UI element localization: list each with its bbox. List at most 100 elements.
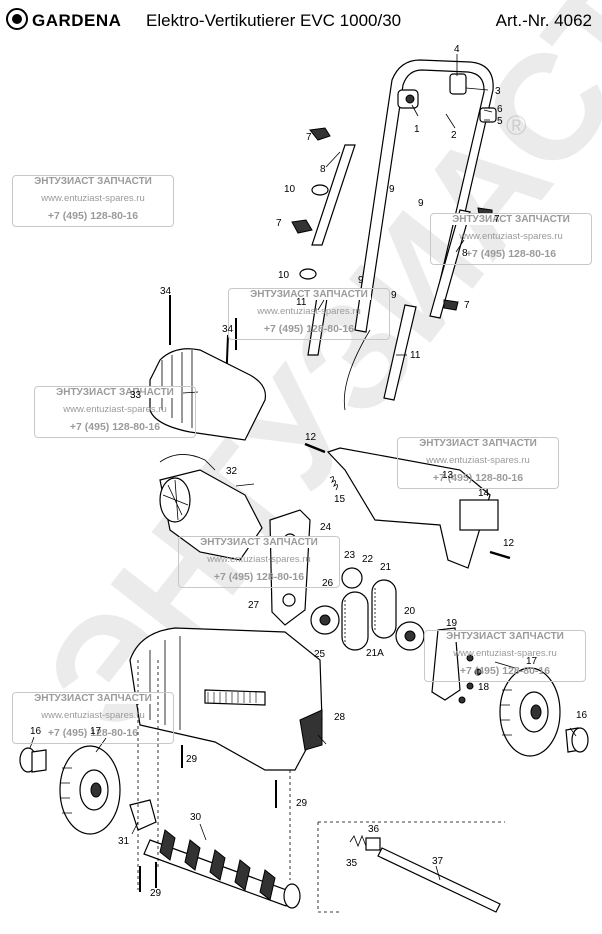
watermark-site: www.entuziast-spares.ru [63, 404, 167, 415]
callout-30: 30 [190, 812, 202, 823]
watermark-phone: +7 (495) 128-80-16 [213, 571, 305, 583]
callout-33: 33 [130, 390, 142, 401]
callout-36: 36 [368, 824, 380, 835]
watermark-name: ЭНТУЗИАСТ ЗАПЧАСТИ [31, 176, 155, 187]
watermark-site: www.entuziast-spares.ru [207, 554, 311, 565]
callout-31: 31 [118, 836, 130, 847]
watermark-name: ЭНТУЗИАСТ ЗАПЧАСТИ [416, 438, 540, 449]
callout-29b: 29 [296, 798, 308, 809]
callout-26: 26 [322, 578, 334, 589]
callout-10a: 10 [284, 184, 296, 195]
brand-name: GARDENA [32, 11, 122, 30]
diagram-title: Elektro-Vertikutierer EVC 1000/30 [146, 11, 402, 30]
callout-32: 32 [226, 466, 238, 477]
callout-16b: 16 [30, 726, 42, 737]
screw-12a [304, 442, 326, 454]
watermark-site: www.entuziast-spares.ru [426, 455, 530, 466]
screw-12b [489, 550, 511, 560]
callout-17b: 17 [90, 726, 102, 737]
callout-34b: 34 [222, 324, 234, 335]
small-pulley [341, 567, 363, 589]
callout-23: 23 [344, 550, 356, 561]
callout-15: 15 [334, 494, 346, 505]
callout-9a: 9 [389, 184, 395, 195]
axle-bracket [129, 799, 157, 831]
watermark-site: www.entuziast-spares.ru [41, 193, 145, 204]
callout-2: 2 [451, 130, 457, 141]
callout-37: 37 [432, 856, 444, 867]
callout-9c: 9 [358, 275, 364, 286]
watermark-phone: +7 (495) 128-80-16 [47, 210, 139, 222]
callout-12b: 12 [503, 538, 515, 549]
callout-24: 24 [320, 522, 332, 533]
watermark-box-7: ЭНТУЗИАСТ ЗАПЧАСТИ www.entuziast-spares.… [424, 630, 586, 682]
callout-1: 1 [414, 124, 420, 135]
brand-logo: GARDENA [6, 8, 121, 34]
rear-flap [326, 447, 491, 569]
watermark-phone: +7 (495) 128-80-16 [459, 665, 551, 677]
watermark-phone: +7 (495) 128-80-16 [432, 472, 524, 484]
callout-22: 22 [362, 554, 374, 565]
housing-grip [299, 709, 323, 751]
accessory-box [317, 821, 505, 913]
callout-29c: 29 [150, 888, 162, 899]
watermark-phone: +7 (495) 128-80-16 [47, 727, 139, 739]
watermark-site: www.entuziast-spares.ru [257, 306, 361, 317]
watermark-box-2: ЭНТУЗИАСТ ЗАПЧАСТИ www.entuziast-spares.… [430, 213, 592, 265]
callout-3: 3 [495, 86, 501, 97]
cable-clip [449, 73, 467, 95]
callout-9d: 9 [391, 290, 397, 301]
lower-handle-right [383, 304, 417, 401]
flap-plate-14 [459, 499, 499, 531]
watermark-name: ЭНТУЗИАСТ ЗАПЧАСТИ [443, 631, 567, 642]
insert-36 [365, 837, 381, 851]
roller-blades [159, 829, 276, 901]
callout-25: 25 [314, 649, 326, 660]
callout-7b: 7 [276, 218, 282, 229]
callout-27: 27 [248, 600, 260, 611]
callout-9b: 9 [418, 198, 424, 209]
callout-21a: 21A [366, 648, 384, 659]
cable-clip-upper [311, 184, 329, 196]
callout-11a: 11 [296, 297, 307, 308]
belt-21 [371, 579, 397, 639]
watermark-name: ЭНТУЗИАСТ ЗАПЧАСТИ [53, 387, 177, 398]
watermark-site: www.entuziast-spares.ru [41, 710, 145, 721]
gardena-logo-icon [6, 8, 28, 30]
callout-leaders [29, 54, 577, 881]
belt-21a [341, 591, 369, 651]
watermark-box-3: ЭНТУЗИАСТ ЗАПЧАСТИ www.entuziast-spares.… [228, 288, 390, 340]
watermark-box-8: ЭНТУЗИАСТ ЗАПЧАСТИ www.entuziast-spares.… [12, 692, 174, 744]
switch-knob [405, 94, 415, 104]
callout-18: 18 [478, 682, 490, 693]
callout-34a: 34 [160, 286, 172, 297]
watermark-name: ЭНТУЗИАСТ ЗАПЧАСТИ [449, 214, 573, 225]
callout-4: 4 [454, 44, 460, 55]
watermark-phone: +7 (495) 128-80-16 [465, 248, 557, 260]
watermark-box-6: ЭНТУЗИАСТ ЗАПЧАСТИ www.entuziast-spares.… [178, 536, 340, 588]
cable-clip-lower [299, 268, 317, 280]
watermark-site: www.entuziast-spares.ru [453, 648, 557, 659]
callout-28: 28 [334, 712, 346, 723]
watermark-site: www.entuziast-spares.ru [459, 231, 563, 242]
middle-handle-left [311, 144, 356, 246]
callout-6: 6 [497, 104, 503, 115]
watermark-name: ЭНТУЗИАСТ ЗАПЧАСТИ [31, 693, 155, 704]
callout-35: 35 [346, 858, 358, 869]
callout-21: 21 [380, 562, 392, 573]
callout-7c: 7 [494, 214, 500, 225]
callout-10b: 10 [278, 270, 290, 281]
watermark-box-4: ЭНТУЗИАСТ ЗАПЧАСТИ www.entuziast-spares.… [34, 386, 196, 438]
watermark-name: ЭНТУЗИАСТ ЗАПЧАСТИ [197, 537, 321, 548]
motor-wires [159, 454, 216, 471]
callout-13: 13 [442, 470, 454, 481]
watermark-name: ЭНТУЗИАСТ ЗАПЧАСТИ [247, 289, 371, 300]
callout-8b: 8 [462, 248, 468, 259]
callout-11b: 11 [410, 350, 421, 361]
callout-14: 14 [478, 488, 490, 499]
article-number: Art.-Nr. 4062 [495, 11, 592, 30]
watermark-phone: +7 (495) 128-80-16 [263, 323, 355, 335]
callout-29a: 29 [186, 754, 198, 765]
